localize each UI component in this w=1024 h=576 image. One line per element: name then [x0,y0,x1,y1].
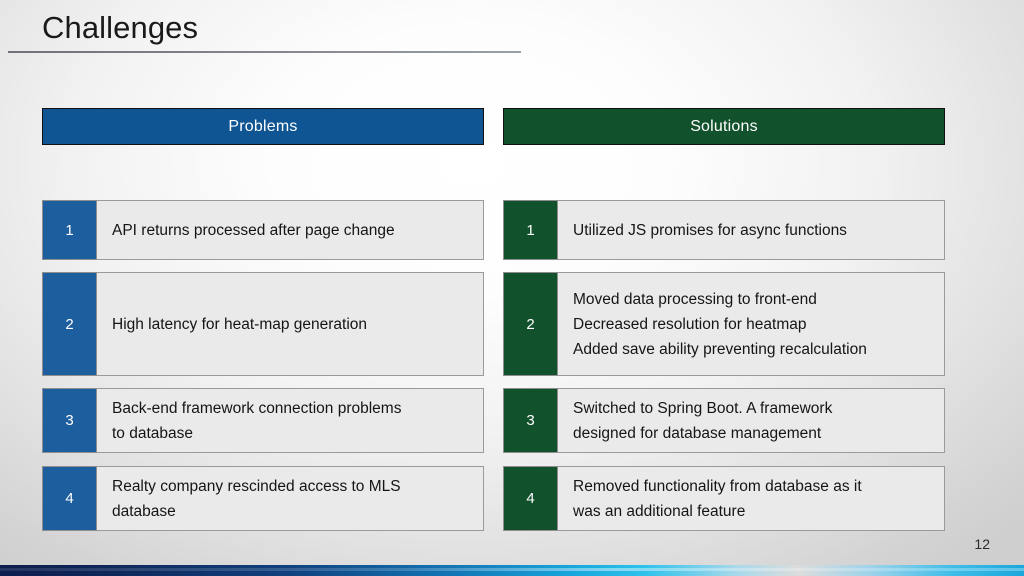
footer-accent-bar-highlight [0,568,1024,571]
row-number-badge: 1 [503,200,558,260]
row-text: Removed functionality from database as i… [573,477,862,520]
problems-header-label: Problems [228,117,298,135]
title-underline-rule [8,51,521,53]
row-body: API returns processed after page change [97,200,484,260]
table-row[interactable]: 2 High latency for heat-map generation [42,272,484,376]
row-body: Removed functionality from database as i… [558,466,945,531]
page-title: Challenges [42,10,199,45]
row-number-badge: 4 [42,466,97,531]
table-row[interactable]: 4 Removed functionality from database as… [503,466,945,531]
footer-accent-bar [0,565,1024,576]
solutions-column: Solutions 1 Utilized JS promises for asy… [503,108,945,531]
row-body: Back-end framework connection problems t… [97,388,484,453]
row-text: Switched to Spring Boot. A framework des… [573,399,833,442]
row-number-badge: 2 [503,272,558,376]
solutions-column-header: Solutions [503,108,945,145]
table-row[interactable]: 2 Moved data processing to front-end Dec… [503,272,945,376]
row-number-badge: 1 [42,200,97,260]
table-row[interactable]: 3 Switched to Spring Boot. A framework d… [503,388,945,453]
row-text: High latency for heat-map generation [112,315,368,333]
row-body: Moved data processing to front-end Decre… [558,272,945,376]
row-text: Moved data processing to front-end Decre… [573,290,867,358]
row-number-badge: 3 [503,388,558,453]
table-row[interactable]: 4 Realty company rescinded access to MLS… [42,466,484,531]
title-block: Challenges [0,0,530,56]
table-row[interactable]: 3 Back-end framework connection problems… [42,388,484,453]
row-body: Utilized JS promises for async functions [558,200,945,260]
row-number-badge: 4 [503,466,558,531]
row-number-badge: 2 [42,272,97,376]
row-number-badge: 3 [42,388,97,453]
row-body: High latency for heat-map generation [97,272,484,376]
table-row[interactable]: 1 API returns processed after page chang… [42,200,484,260]
solutions-header-label: Solutions [690,117,758,135]
row-text: Utilized JS promises for async functions [573,221,847,239]
table-row[interactable]: 1 Utilized JS promises for async functio… [503,200,945,260]
page-number: 12 [974,536,990,552]
problems-column-header: Problems [42,108,484,145]
row-text: Back-end framework connection problems t… [112,399,402,442]
row-body: Realty company rescinded access to MLS d… [97,466,484,531]
row-text: Realty company rescinded access to MLS d… [112,477,401,520]
row-body: Switched to Spring Boot. A framework des… [558,388,945,453]
problems-column: Problems 1 API returns processed after p… [42,108,484,531]
row-text: API returns processed after page change [112,221,395,239]
